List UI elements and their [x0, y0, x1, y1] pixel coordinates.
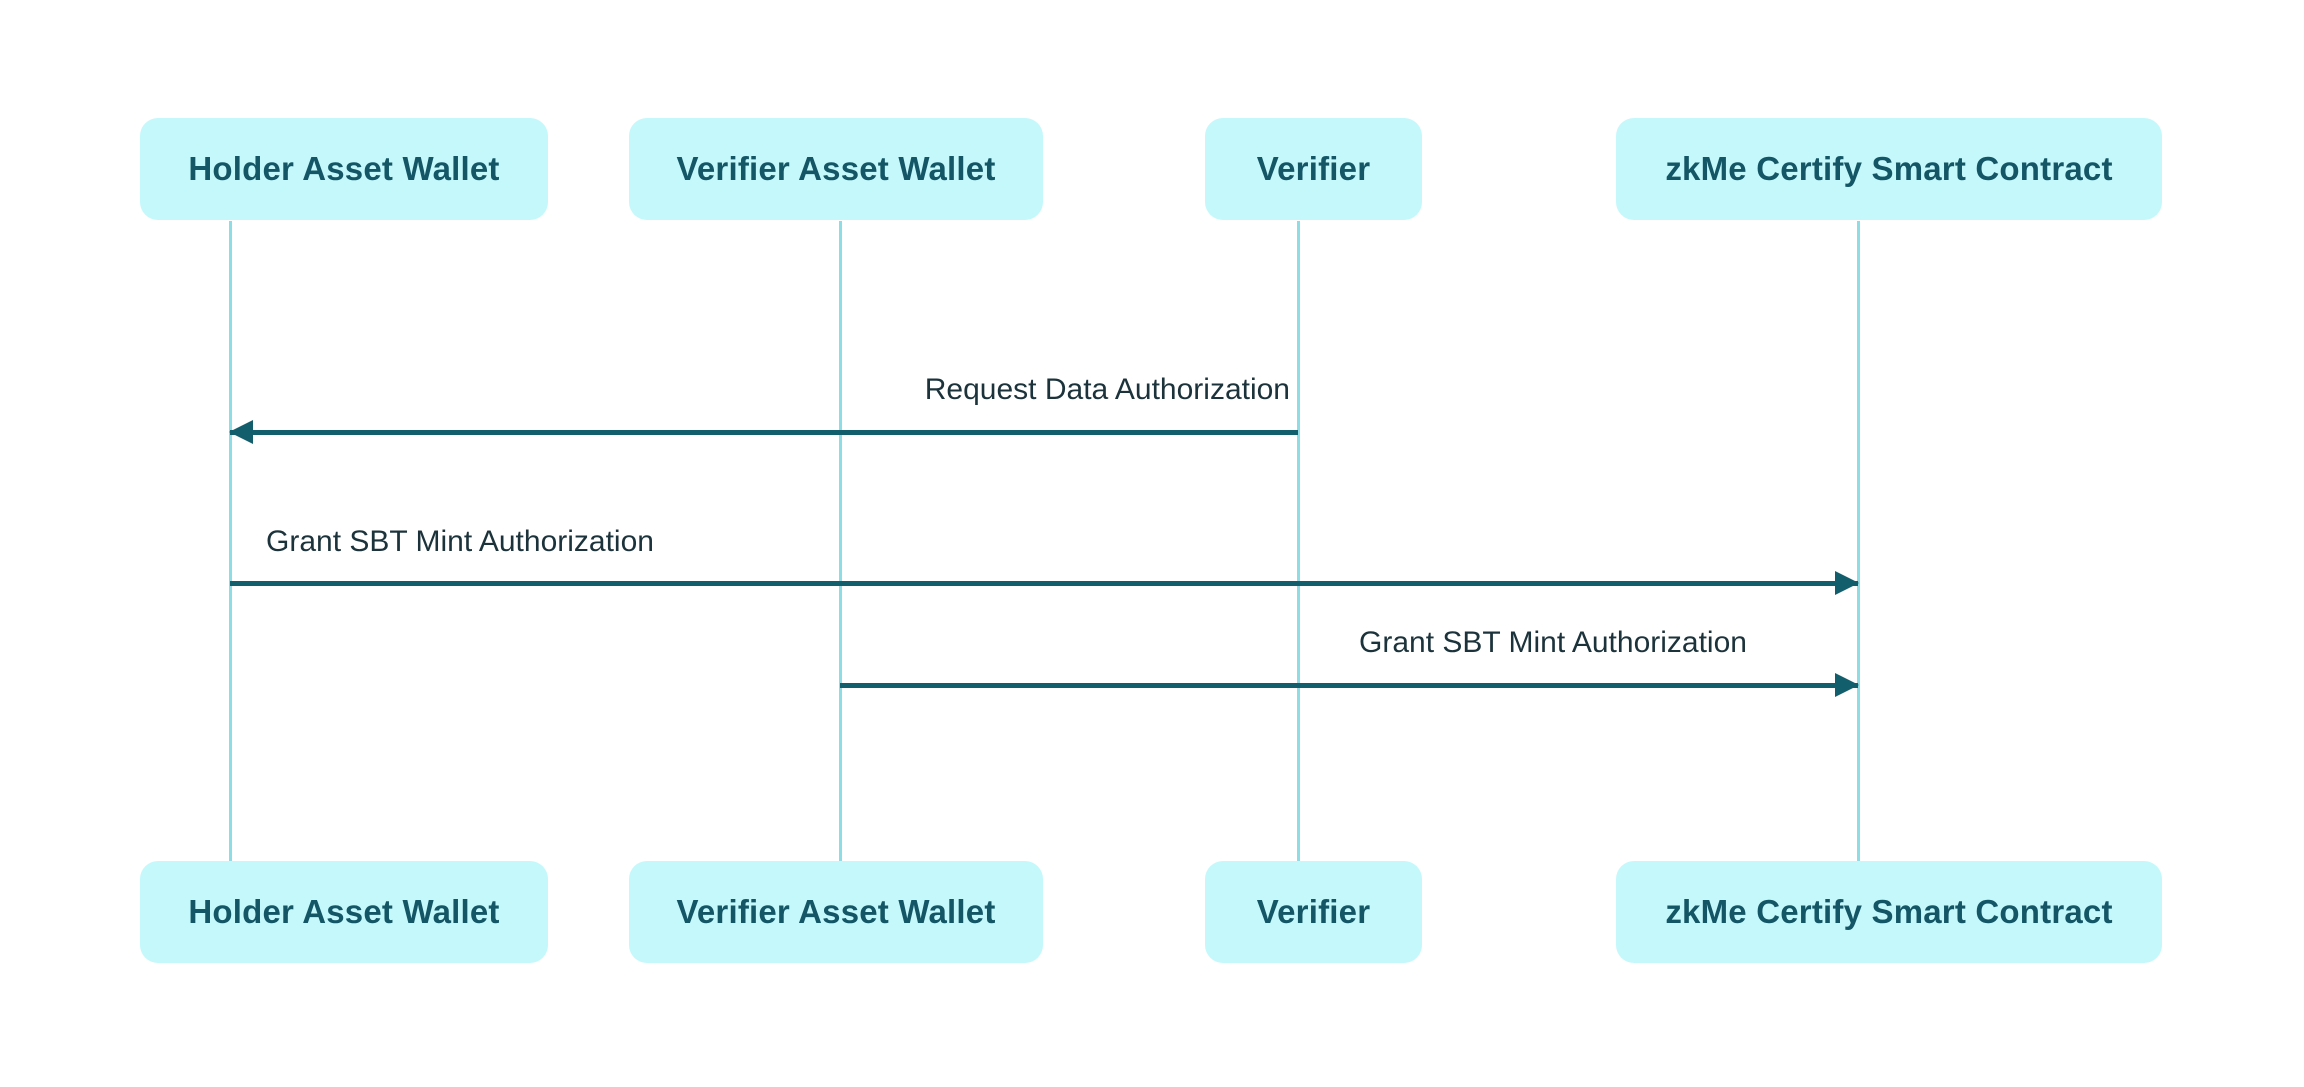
actor-box-zkme-certify-smart-contract-top: zkMe Certify Smart Contract	[1616, 118, 2162, 220]
arrowhead-left-icon	[229, 420, 253, 444]
arrowhead-right-icon	[1835, 673, 1859, 697]
lifeline-zkme-certify-smart-contract	[1857, 221, 1860, 861]
actor-box-holder-asset-wallet-top: Holder Asset Wallet	[140, 118, 548, 220]
actor-box-verifier-asset-wallet-top: Verifier Asset Wallet	[629, 118, 1043, 220]
actor-label-holder-asset-wallet: Holder Asset Wallet	[188, 150, 500, 187]
arrowhead-right-icon	[1835, 571, 1859, 595]
message-label-request-data-authorization: Request Data Authorization	[924, 373, 1290, 406]
actor-label-verifier-asset-wallet: Verifier Asset Wallet	[676, 150, 996, 187]
actor-label-zkme-certify-smart-contract: zkMe Certify Smart Contract	[1665, 893, 2113, 930]
message-arrow-grant-sbt-mint-authorization-verifier-wallet	[840, 673, 1859, 697]
lifeline-verifier-asset-wallet	[839, 221, 842, 861]
lifeline-verifier	[1297, 221, 1300, 861]
actor-label-zkme-certify-smart-contract: zkMe Certify Smart Contract	[1665, 150, 2113, 187]
message-label-grant-sbt-mint-authorization-holder: Grant SBT Mint Authorization	[266, 525, 654, 558]
actor-box-holder-asset-wallet-bottom: Holder Asset Wallet	[140, 861, 548, 963]
message-arrow-request-data-authorization	[229, 420, 1298, 444]
lifeline-holder-asset-wallet	[229, 221, 232, 861]
actor-box-verifier-bottom: Verifier	[1205, 861, 1422, 963]
actor-box-verifier-asset-wallet-bottom: Verifier Asset Wallet	[629, 861, 1043, 963]
actor-label-verifier: Verifier	[1256, 893, 1371, 930]
actor-label-verifier: Verifier	[1256, 150, 1371, 187]
message-label-grant-sbt-mint-authorization-verifier-wallet: Grant SBT Mint Authorization	[1359, 626, 1747, 659]
actor-box-zkme-certify-smart-contract-bottom: zkMe Certify Smart Contract	[1616, 861, 2162, 963]
message-arrow-grant-sbt-mint-authorization-holder	[230, 571, 1859, 595]
actor-label-holder-asset-wallet: Holder Asset Wallet	[188, 893, 500, 930]
actor-box-verifier-top: Verifier	[1205, 118, 1422, 220]
actor-label-verifier-asset-wallet: Verifier Asset Wallet	[676, 893, 996, 930]
